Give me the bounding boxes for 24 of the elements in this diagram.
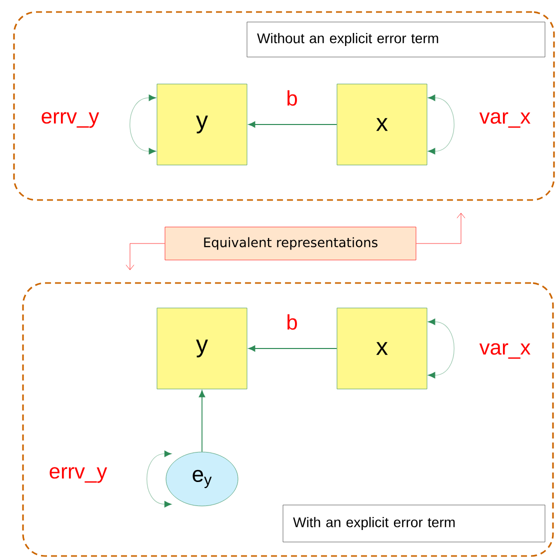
variable-box: y [156, 308, 248, 390]
edge-label: var_x [479, 112, 530, 128]
arrow [248, 345, 338, 352]
arrow [428, 318, 454, 378]
arrow [130, 94, 156, 154]
callout-box: Equivalent representations [164, 226, 416, 260]
edge-label: b [288, 314, 297, 330]
dashed-panel [22, 282, 554, 557]
arrow [428, 94, 454, 154]
dashed-panel [13, 11, 555, 201]
edge-label: var_x [479, 343, 530, 359]
title-box: Without an explicit error term [246, 22, 546, 58]
arrow [416, 212, 466, 244]
variable-box: x [336, 84, 428, 166]
arrow [146, 450, 172, 508]
arrow [198, 390, 206, 452]
edge-label: errv_y [42, 112, 100, 128]
title-box: With an explicit error term [282, 504, 546, 542]
edge-label: b [288, 90, 297, 106]
arrow [126, 243, 165, 270]
arrow [248, 121, 338, 128]
edge-label: errv_y [50, 467, 108, 483]
variable-box: y [156, 84, 248, 166]
variable-box: x [336, 308, 428, 390]
